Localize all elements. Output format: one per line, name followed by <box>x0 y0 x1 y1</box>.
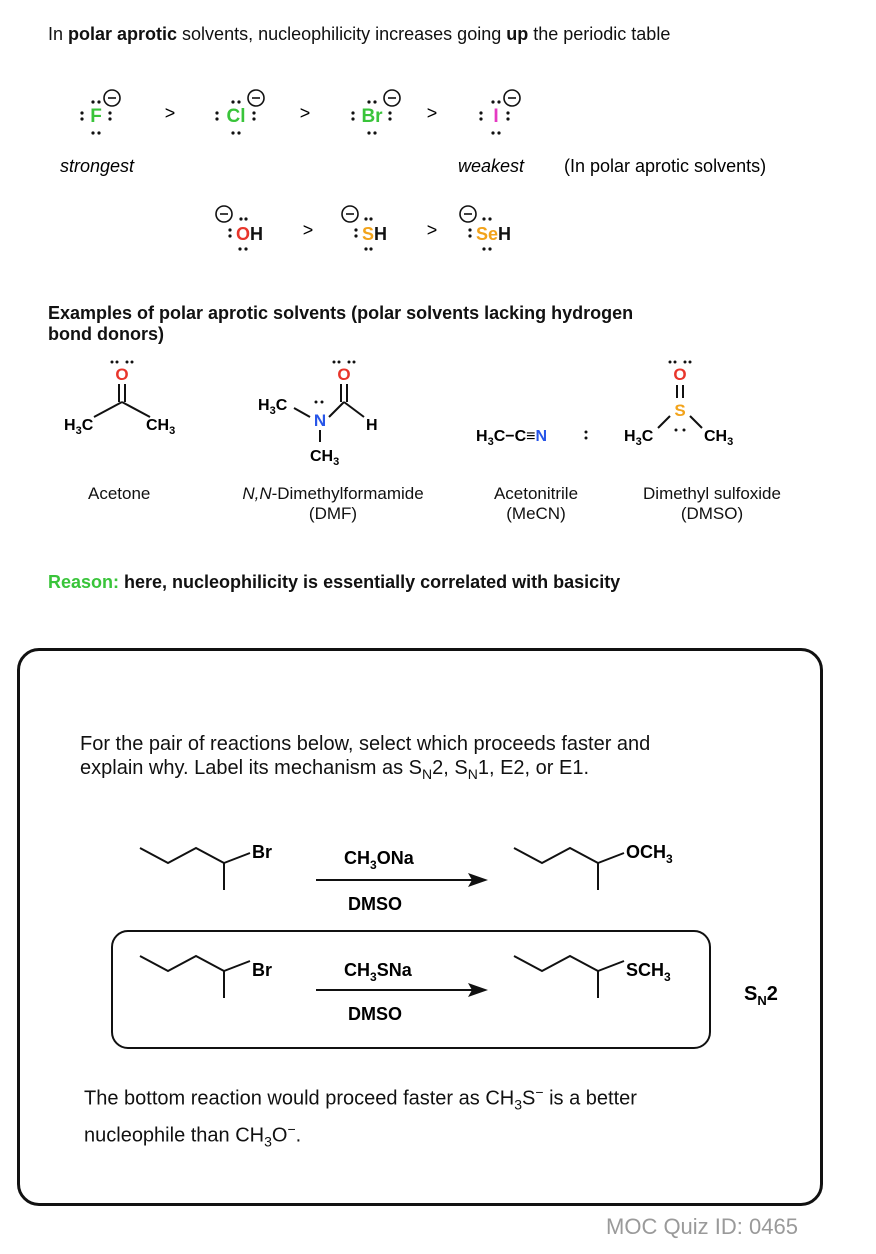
acetone-oxygen: O <box>115 365 128 384</box>
acetone-name: Acetone <box>88 484 151 503</box>
hydroselenide-selenium: Se <box>476 224 498 244</box>
reaction-1-solvent: DMSO <box>348 894 402 914</box>
dmf-name: N,N-Dimethylformamide (DMF) <box>242 484 424 523</box>
intro-part: the periodic table <box>528 24 671 44</box>
acetone-h3c: H3C <box>64 417 94 437</box>
hydrosulfide-sulfur: S <box>362 224 374 244</box>
strongest-label: strongest <box>60 156 135 176</box>
answer-line-1: The bottom reaction would proceed faster… <box>84 1084 637 1113</box>
polar-aprotic-note: (In polar aprotic solvents) <box>564 156 766 176</box>
hydrosulfide-hydrogen: H <box>374 224 387 244</box>
answer-explanation: The bottom reaction would proceed faster… <box>84 1080 637 1153</box>
mechanism-label: SN2 <box>744 983 778 1008</box>
acetonitrile-structure: H3C−C≡N <box>476 428 588 448</box>
examples-heading-line-1: Examples of polar aprotic solvents (pola… <box>48 303 634 323</box>
dmso-oxygen: O <box>673 365 686 384</box>
dmf-nitrogen: N <box>314 411 326 430</box>
greater-than: > <box>300 103 311 123</box>
product-2-chain <box>513 954 599 973</box>
chloride-symbol: Cl <box>227 106 246 127</box>
intro-text: In polar aprotic solvents, nucleophilici… <box>48 24 670 45</box>
acetone-structure: O H3C CH3 <box>64 360 175 437</box>
nucleophile-trend-diagram: F > Cl > Br > I strongest weakest <box>60 89 766 251</box>
hydroxide: O H <box>215 205 263 251</box>
quiz-question: For the pair of reactions below, select … <box>80 732 650 786</box>
examples-heading-line-2: bond donors) <box>48 324 164 344</box>
acetonitrile-name: Acetonitrile (MeCN) <box>493 484 579 523</box>
arrowhead-icon <box>468 983 488 997</box>
dmf-formyl-h: H <box>366 417 378 434</box>
hydrosulfide: S H <box>341 205 387 251</box>
quiz-id: MOC Quiz ID: 0465 <box>606 1214 798 1239</box>
iodide-symbol: I <box>493 106 498 127</box>
reason-statement: Reason: here, nucleophilicity is essenti… <box>48 572 620 593</box>
reagent-1: CH3ONa <box>344 848 415 872</box>
halide-chloride: Cl <box>215 89 265 135</box>
substrate-2-chain <box>139 954 225 973</box>
halide-fluoride: F <box>80 89 121 135</box>
negative-charge-icon <box>247 89 265 107</box>
greater-than: > <box>427 103 438 123</box>
acetone-ch3: CH3 <box>146 417 175 437</box>
reaction-2: Br CH3SNa DMSO SCH3 <box>139 954 671 1024</box>
answer-highlight-box <box>111 930 711 1049</box>
greater-than: > <box>427 220 438 240</box>
question-line-1: For the pair of reactions below, select … <box>80 733 651 755</box>
reaction-scheme: Br CH3ONa DMSO OCH3 Br CH3SNa DMSO SCH3 … <box>111 842 778 1049</box>
answer-line-2: nucleophile than CH3O−. <box>84 1120 302 1150</box>
reason-text: here, nucleophilicity is essentially cor… <box>119 572 621 592</box>
hydroselenide: Se H <box>459 205 511 251</box>
hydroselenide-hydrogen: H <box>498 224 511 244</box>
dmf-oxygen: O <box>337 365 350 384</box>
intro-bold-polar-aprotic: polar aprotic <box>68 24 178 44</box>
hydroxide-hydrogen: H <box>250 224 263 244</box>
question-line-2: explain why. Label its mechanism as SN2,… <box>80 757 590 782</box>
examples-heading: Examples of polar aprotic solvents (pola… <box>48 303 633 345</box>
negative-charge-icon <box>103 89 121 107</box>
negative-charge-icon <box>383 89 401 107</box>
weakest-label: weakest <box>458 156 525 176</box>
bromide-symbol: Br <box>361 106 383 127</box>
fluoride-symbol: F <box>90 106 102 127</box>
dmf-h3c: H3C <box>258 397 288 417</box>
halide-iodide: I <box>479 89 521 135</box>
reagent-2: CH3SNa <box>344 960 413 984</box>
intro-bold-up: up <box>506 24 529 44</box>
dmso-h3c: H3C <box>624 428 654 448</box>
substrate-1-chain <box>139 846 225 865</box>
intro-part: In <box>48 24 69 44</box>
dmso-structure: O S H3C CH3 <box>624 360 733 448</box>
negative-charge-icon <box>341 205 359 223</box>
negative-charge-icon <box>459 205 477 223</box>
dmf-structure: H3C N O H CH3 <box>258 360 378 468</box>
product-1-chain <box>513 846 599 865</box>
dmso-ch3: CH3 <box>704 428 733 448</box>
dmso-name: Dimethyl sulfoxide (DMSO) <box>643 484 781 523</box>
solvent-structures: O H3C CH3 H3C N O H CH3 H3C−C≡N O S <box>64 360 733 468</box>
dmf-ch3: CH3 <box>310 448 339 468</box>
arrowhead-icon <box>468 873 488 887</box>
dmso-sulfur: S <box>674 401 685 420</box>
negative-charge-icon <box>503 89 521 107</box>
product-2-group: SCH3 <box>626 960 671 984</box>
reaction-1: Br CH3ONa DMSO OCH3 <box>139 842 673 914</box>
intro-part: solvents, nucleophilicity increases goin… <box>177 24 507 44</box>
quiz-box <box>17 648 823 1206</box>
substrate-2-bromine: Br <box>252 960 272 980</box>
greater-than: > <box>303 220 314 240</box>
acetonitrile-formula: H3C−C≡N <box>476 428 547 448</box>
substrate-1-bromine: Br <box>252 842 272 862</box>
negative-charge-icon <box>215 205 233 223</box>
hydroxide-oxygen: O <box>236 224 250 244</box>
product-1-group: OCH3 <box>626 842 673 866</box>
greater-than: > <box>165 103 176 123</box>
reason-label: Reason: <box>48 572 120 592</box>
reaction-2-solvent: DMSO <box>348 1004 402 1024</box>
halide-bromide: Br <box>351 89 401 135</box>
